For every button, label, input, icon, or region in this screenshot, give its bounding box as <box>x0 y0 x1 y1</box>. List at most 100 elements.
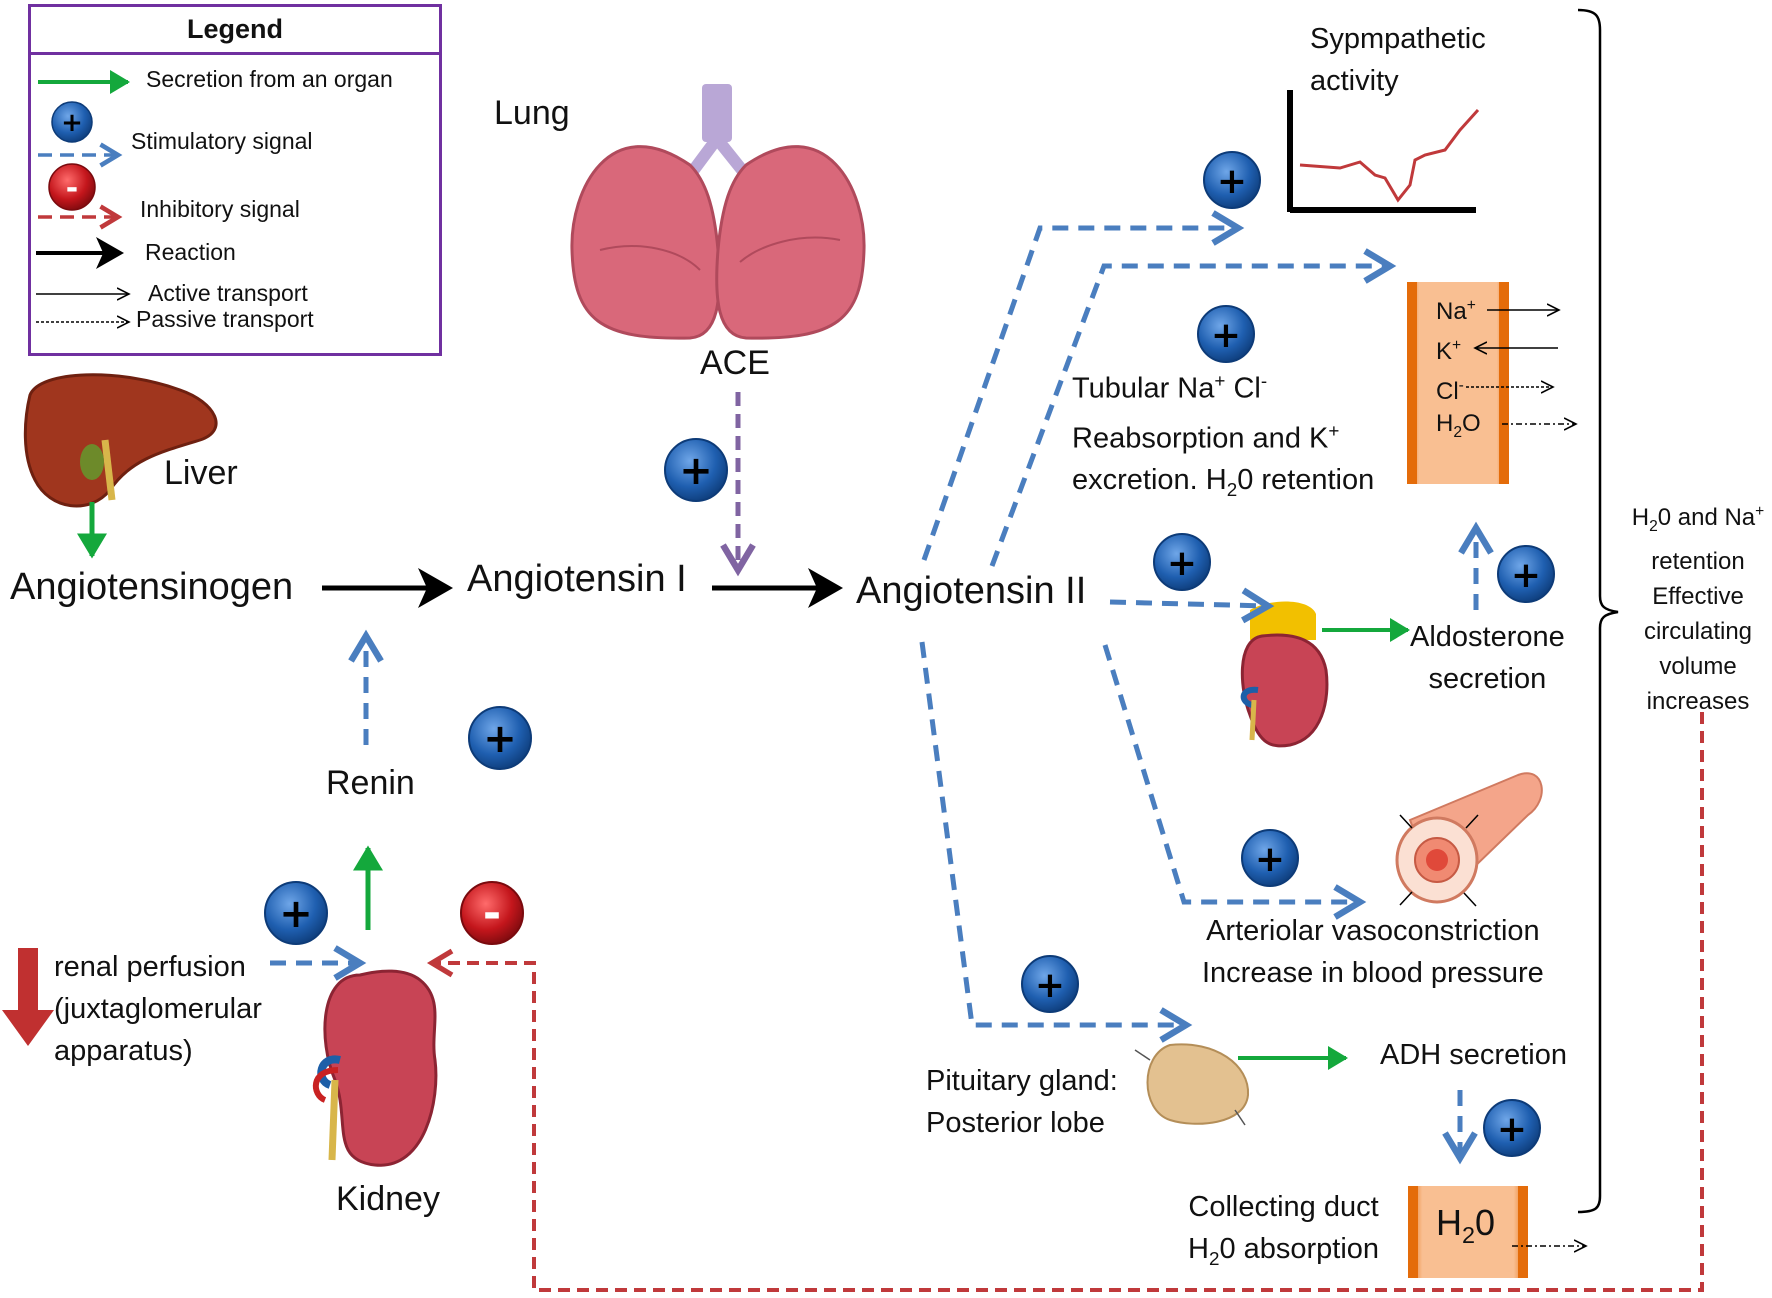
plus-sign-sympathetic: + <box>1217 161 1247 202</box>
minus-sign-legend: - <box>66 171 78 206</box>
sympathetic-label: Sypmpathetic activity <box>1310 18 1486 102</box>
aldosterone-line-1: Aldosterone <box>1410 621 1565 653</box>
plus-sign-adh: + <box>1497 1109 1527 1150</box>
plus-sign-ace: + <box>679 448 713 494</box>
summary-line-5: volume <box>1659 652 1737 680</box>
arrow-to-sympathetic <box>921 210 1245 561</box>
sympathetic-chart <box>1287 90 1480 213</box>
ion-o-text: O <box>1462 410 1481 437</box>
pituitary-label: Pituitary gland: Posterior lobe <box>926 1060 1118 1144</box>
sub-two: 2 <box>1226 479 1238 501</box>
vasoconstriction-label: Arteriolar vasoconstriction Increase in … <box>1202 910 1544 994</box>
arrow-to-tubular <box>989 248 1397 567</box>
renal-line-2: (juxtaglomerular <box>54 993 262 1025</box>
tubule-box <box>1407 282 1575 484</box>
duct-box-label: H20 <box>1436 1202 1495 1249</box>
duct-absorption: 0 absorption <box>1219 1233 1380 1265</box>
arrow-inhibitory-feedback <box>426 712 1704 1292</box>
legend-symbols <box>36 70 128 322</box>
pituitary-illustration <box>1134 1043 1250 1126</box>
renal-perfusion-text: renal perfusion (juxtaglomerular apparat… <box>54 946 262 1072</box>
pituitary-line-1: Pituitary gland: <box>926 1065 1118 1097</box>
liver-illustration <box>23 373 218 508</box>
duct-box <box>1408 1186 1585 1278</box>
adh-label: ADH secretion <box>1380 1039 1567 1071</box>
summary-line-4: circulating <box>1643 617 1753 645</box>
summary-line-1: H20 and Na+ <box>1624 494 1772 544</box>
vaso-line-1: Arteriolar vasoconstriction <box>1206 915 1540 947</box>
sup-plus: + <box>1466 297 1476 314</box>
duct-line-2: H20 absorption <box>1188 1228 1379 1280</box>
ion-h2o: H2O <box>1436 406 1481 450</box>
plus-sign-aldosterone: + <box>1511 555 1541 596</box>
tubular-na: Tubular Na <box>1072 372 1215 405</box>
collecting-duct-label: Collecting duct H20 absorption <box>1188 1186 1379 1280</box>
adrenal-kidney-illustration <box>1240 601 1329 748</box>
blood-vessel-illustration <box>1395 772 1543 907</box>
plus-sign-adrenal: + <box>1167 543 1197 584</box>
summary-text: H20 and Na+ retention Effective circulat… <box>1624 494 1772 719</box>
sub-two: 2 <box>1208 1247 1220 1269</box>
secretion-arrows <box>77 502 1410 1070</box>
kidney-label: Kidney <box>336 1180 440 1218</box>
summary-line-3: Effective <box>1652 582 1744 610</box>
renal-line-1: renal perfusion <box>54 951 246 983</box>
lung-label: Lung <box>494 94 570 132</box>
sup-minus: - <box>1458 377 1464 394</box>
stimulatory-arrows <box>270 210 1494 1165</box>
ion-na-text: Na <box>1436 298 1467 325</box>
legend-secretion-label: Secretion from an organ <box>146 66 393 92</box>
angiotensin-ii-label: Angiotensin II <box>856 570 1087 612</box>
plus-sign-renin: + <box>483 716 517 762</box>
sup-plus: + <box>1452 337 1462 354</box>
decrease-arrow-icon <box>2 948 54 1046</box>
pituitary-line-2: Posterior lobe <box>926 1107 1105 1139</box>
tubular-cl: Cl <box>1225 372 1261 405</box>
summary-na: 0 and Na <box>1657 504 1756 531</box>
arrow-to-pituitary <box>919 641 1193 1043</box>
kidney-illustration <box>312 969 438 1167</box>
sup-plus: + <box>1214 370 1226 391</box>
angiotensinogen-label: Angiotensinogen <box>10 566 294 608</box>
ion-k-text: K <box>1436 338 1453 365</box>
tubular-line-1: Tubular Na+ Cl- <box>1072 360 1374 410</box>
duct-box-h: H <box>1436 1202 1462 1243</box>
lung-illustration <box>570 84 866 340</box>
ion-na: Na+ <box>1436 288 1476 329</box>
ion-cl-text: Cl <box>1436 378 1459 405</box>
legend-title: Legend <box>31 7 439 55</box>
sub-two: 2 <box>1462 1222 1476 1249</box>
summary-h: H <box>1631 504 1650 531</box>
tubular-line-2: Reabsorption and K+ <box>1072 410 1374 460</box>
plus-sign-pituitary: + <box>1035 965 1065 1006</box>
sub-two: 2 <box>1453 423 1463 441</box>
legend: Legend <box>28 4 442 356</box>
sympathetic-line-1: Sypmpathetic <box>1310 23 1486 55</box>
arrow-to-vessel <box>1102 644 1367 920</box>
plus-sign-tubular: + <box>1211 315 1241 356</box>
sup-minus: - <box>1260 370 1268 391</box>
aldosterone-label: Aldosterone secretion <box>1410 616 1565 700</box>
sub-two: 2 <box>1649 517 1658 535</box>
plus-sign-legend: + <box>61 108 83 138</box>
summary-bracket <box>1577 8 1619 1214</box>
renin-label: Renin <box>326 764 415 802</box>
duct-line-1: Collecting duct <box>1188 1191 1379 1223</box>
arrow-to-adrenal <box>1109 587 1275 624</box>
legend-stimulatory-label: Stimulatory signal <box>131 128 313 154</box>
renal-line-3: apparatus) <box>54 1035 193 1067</box>
tubular-k: Reabsorption and K <box>1072 422 1329 455</box>
summary-line-6: increases <box>1646 687 1750 715</box>
duct-box-o: 0 <box>1475 1202 1496 1243</box>
legend-active-label: Active transport <box>148 280 308 306</box>
plus-sign-vessel: + <box>1255 839 1285 880</box>
duct-h: H <box>1188 1233 1209 1265</box>
liver-label: Liver <box>164 454 238 492</box>
tubular-h: excretion. H <box>1072 464 1227 497</box>
summary-line-2: retention <box>1651 547 1745 575</box>
vaso-line-2: Increase in blood pressure <box>1202 957 1544 989</box>
sup-plus: + <box>1755 503 1765 520</box>
ion-cl: Cl- <box>1436 368 1464 409</box>
sympathetic-line-2: activity <box>1310 65 1399 97</box>
legend-passive-label: Passive transport <box>136 306 314 332</box>
